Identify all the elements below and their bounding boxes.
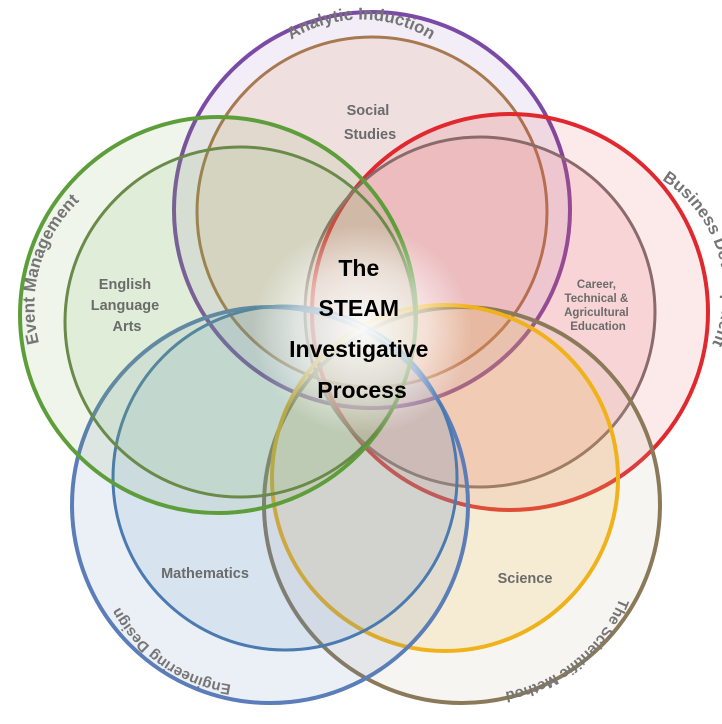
discipline-social-studies: Social Studies <box>344 103 396 143</box>
discipline-english-language-arts: English Language Arts <box>91 277 164 335</box>
center-title: The STEAM Investigative Process <box>289 255 435 403</box>
center-glow <box>252 225 472 435</box>
discipline-mathematics: Mathematics <box>161 566 249 582</box>
discipline-science: Science <box>498 571 553 587</box>
discipline-career-technical: Career, Technical & Agricultural Educati… <box>564 279 632 333</box>
